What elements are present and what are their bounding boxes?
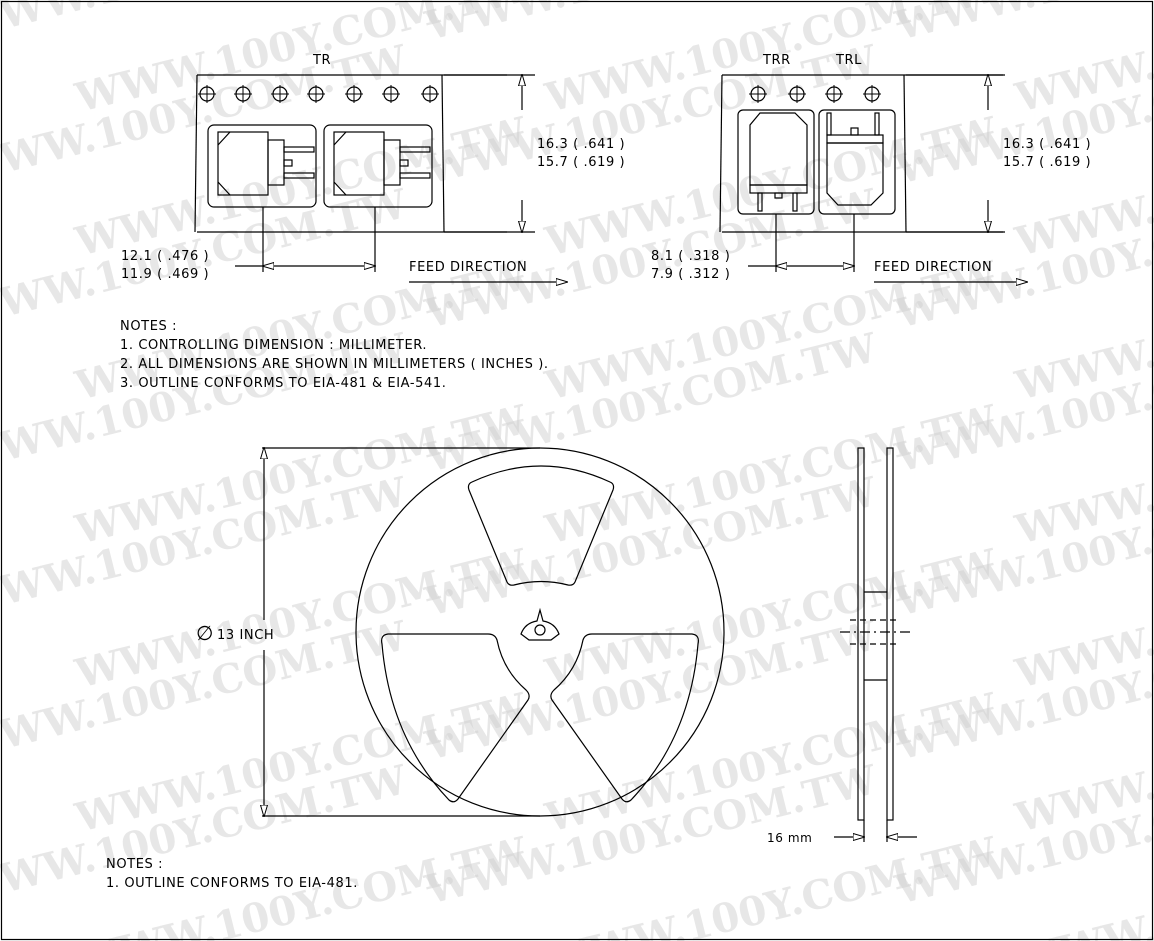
reel-notes: NOTES : 1. OUTLINE CONFORMS TO EIA-481. (106, 857, 358, 891)
tape-trr-trl-height-max: 16.3 ( .641 ) (1003, 137, 1091, 152)
tape-trr-trl-pitch-min: 7.9 ( .312 ) (651, 267, 730, 282)
tape-notes-heading: NOTES : (120, 319, 177, 334)
reel-hub (520, 607, 560, 641)
reel-diameter-label-group: ∅ 13 INCH (196, 621, 274, 645)
tape-trr-trl-height-min: 15.7 ( .619 ) (1003, 155, 1091, 170)
tape-trr-trl-feed-direction: FEED DIRECTION (874, 260, 992, 275)
reel-diameter-label: 13 INCH (217, 628, 274, 643)
reel-side-view (834, 447, 917, 842)
tape-note-3: 3. OUTLINE CONFORMS TO EIA-481 & EIA-541… (120, 376, 447, 391)
reel-width-label: 16 mm (767, 831, 812, 845)
tape-tr-height-max: 16.3 ( .641 ) (537, 137, 625, 152)
tape-trr-trl-pitch-max: 8.1 ( .318 ) (651, 249, 730, 264)
reel-window-top (467, 465, 615, 586)
tape-notes: NOTES : 1. CONTROLLING DIMENSION : MILLI… (120, 319, 549, 391)
reel-window-left (381, 633, 530, 803)
tape-note-1: 1. CONTROLLING DIMENSION : MILLIMETER. (120, 338, 427, 353)
tape-tr-feed-direction: FEED DIRECTION (409, 260, 527, 275)
tape-tr-pitch-max: 12.1 ( .476 ) (121, 249, 209, 264)
tape-tr-labels: TR 16.3 ( .641 ) 15.7 ( .619 ) 12.1 ( .4… (121, 53, 625, 282)
diameter-symbol: ∅ (196, 621, 214, 645)
tape-tr-height-min: 15.7 ( .619 ) (537, 155, 625, 170)
reel-front-view (262, 448, 725, 816)
reel-hub-bore (534, 624, 546, 636)
tape-tr-pitch-min: 11.9 ( .469 ) (121, 267, 209, 282)
reel-note-1: 1. OUTLINE CONFORMS TO EIA-481. (106, 876, 358, 891)
tape-trr-trl-labels: TRR TRL 16.3 ( .641 ) 15.7 ( .619 ) 8.1 … (651, 53, 1091, 282)
tape-trr-label: TRR (762, 53, 791, 68)
tape-tr-label: TR (312, 53, 331, 68)
reel-window-right (550, 633, 699, 803)
tape-trr-trl-drawing (719, 75, 1027, 282)
reel-notes-heading: NOTES : (106, 857, 163, 872)
tape-trl-label: TRL (835, 53, 862, 68)
tape-note-2: 2. ALL DIMENSIONS ARE SHOWN IN MILLIMETE… (120, 357, 549, 372)
tape-tr-drawing (194, 75, 567, 282)
